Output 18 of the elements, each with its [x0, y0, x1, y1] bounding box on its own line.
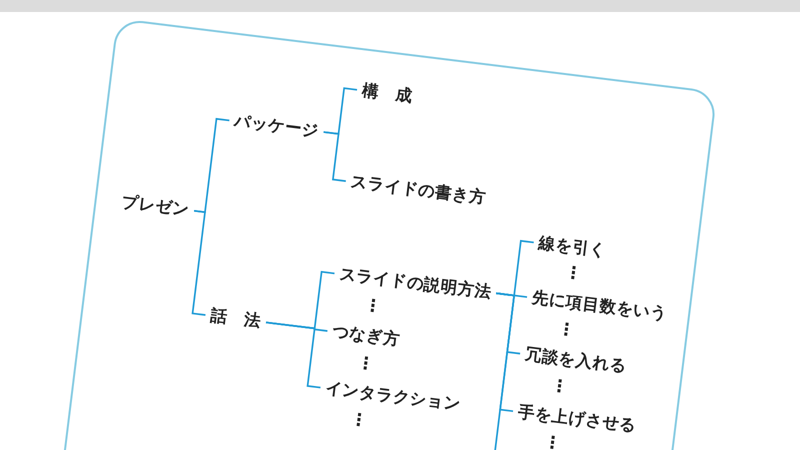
ellipsis-mark: ⋮ — [363, 296, 382, 316]
ellipsis-mark: ⋮ — [564, 264, 583, 284]
bracket-line — [192, 210, 206, 316]
topic-label: 話 法 — [204, 305, 268, 332]
ellipsis-mark: ⋮ — [550, 376, 569, 397]
bracket-line — [324, 131, 346, 182]
topic-label: 線を引く — [532, 232, 612, 262]
bracket-line — [492, 292, 516, 450]
ellipsis-mark: ⋮ — [349, 410, 368, 430]
ellipsis-mark: ⋮ — [556, 320, 576, 340]
topic-label: プレゼン — [115, 191, 196, 221]
topic-label: スライドの書き方 — [344, 171, 492, 209]
topic-label: パッケージ — [228, 110, 325, 142]
topic-label: 構 成 — [356, 80, 419, 108]
topic-label: つなぎ方 — [326, 321, 406, 350]
topic-label: 冗談を入れる — [518, 344, 632, 378]
ellipsis-mark: ⋮ — [356, 354, 376, 374]
bracket-line — [266, 322, 321, 388]
